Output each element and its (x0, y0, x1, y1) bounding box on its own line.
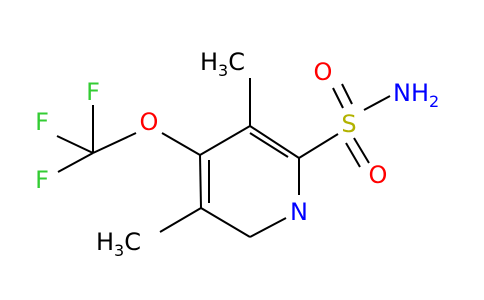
bond-c2-c3 (249, 125, 300, 159)
bond-c5-c6 (200, 207, 251, 238)
bond-s-o-bottom-b (345, 142, 361, 168)
methyl-bottom-label: H3C (96, 228, 141, 260)
bond-oxygen-cf3 (92, 132, 137, 154)
bond-c5-methyl (159, 207, 202, 233)
bond-s-o-top-a (332, 87, 344, 109)
bond-s-o-bottom-a (353, 137, 370, 164)
ring-nitrogen-label: N (290, 198, 308, 226)
sulfonyl-oxygen-bottom-label: O (369, 161, 388, 189)
bond-c4-oxygen (161, 132, 201, 156)
bond-c-f-bottom (57, 152, 94, 173)
fluorine-left-label: F (35, 108, 49, 136)
bond-s-nh2 (363, 95, 391, 111)
fluorine-top-label: F (86, 78, 100, 106)
methyl-top-label: H3C (200, 48, 245, 80)
amine-label: NH2 (393, 79, 439, 111)
bond-c3-c4 (199, 125, 251, 156)
bond-s-o-top-b (341, 83, 353, 105)
bond-c6-n1 (249, 217, 287, 238)
bond-c-f-left (56, 135, 94, 154)
sulfur-label: S (341, 110, 356, 138)
bond-c2-sulfur (298, 133, 339, 159)
bond-c4-c5 (199, 154, 202, 209)
sulfonyl-oxygen-top-label: O (314, 58, 333, 86)
fluorine-bottom-label: F (35, 166, 49, 194)
bond-c2-c3-inner (249, 132, 289, 158)
ether-oxygen-label: O (140, 108, 159, 136)
